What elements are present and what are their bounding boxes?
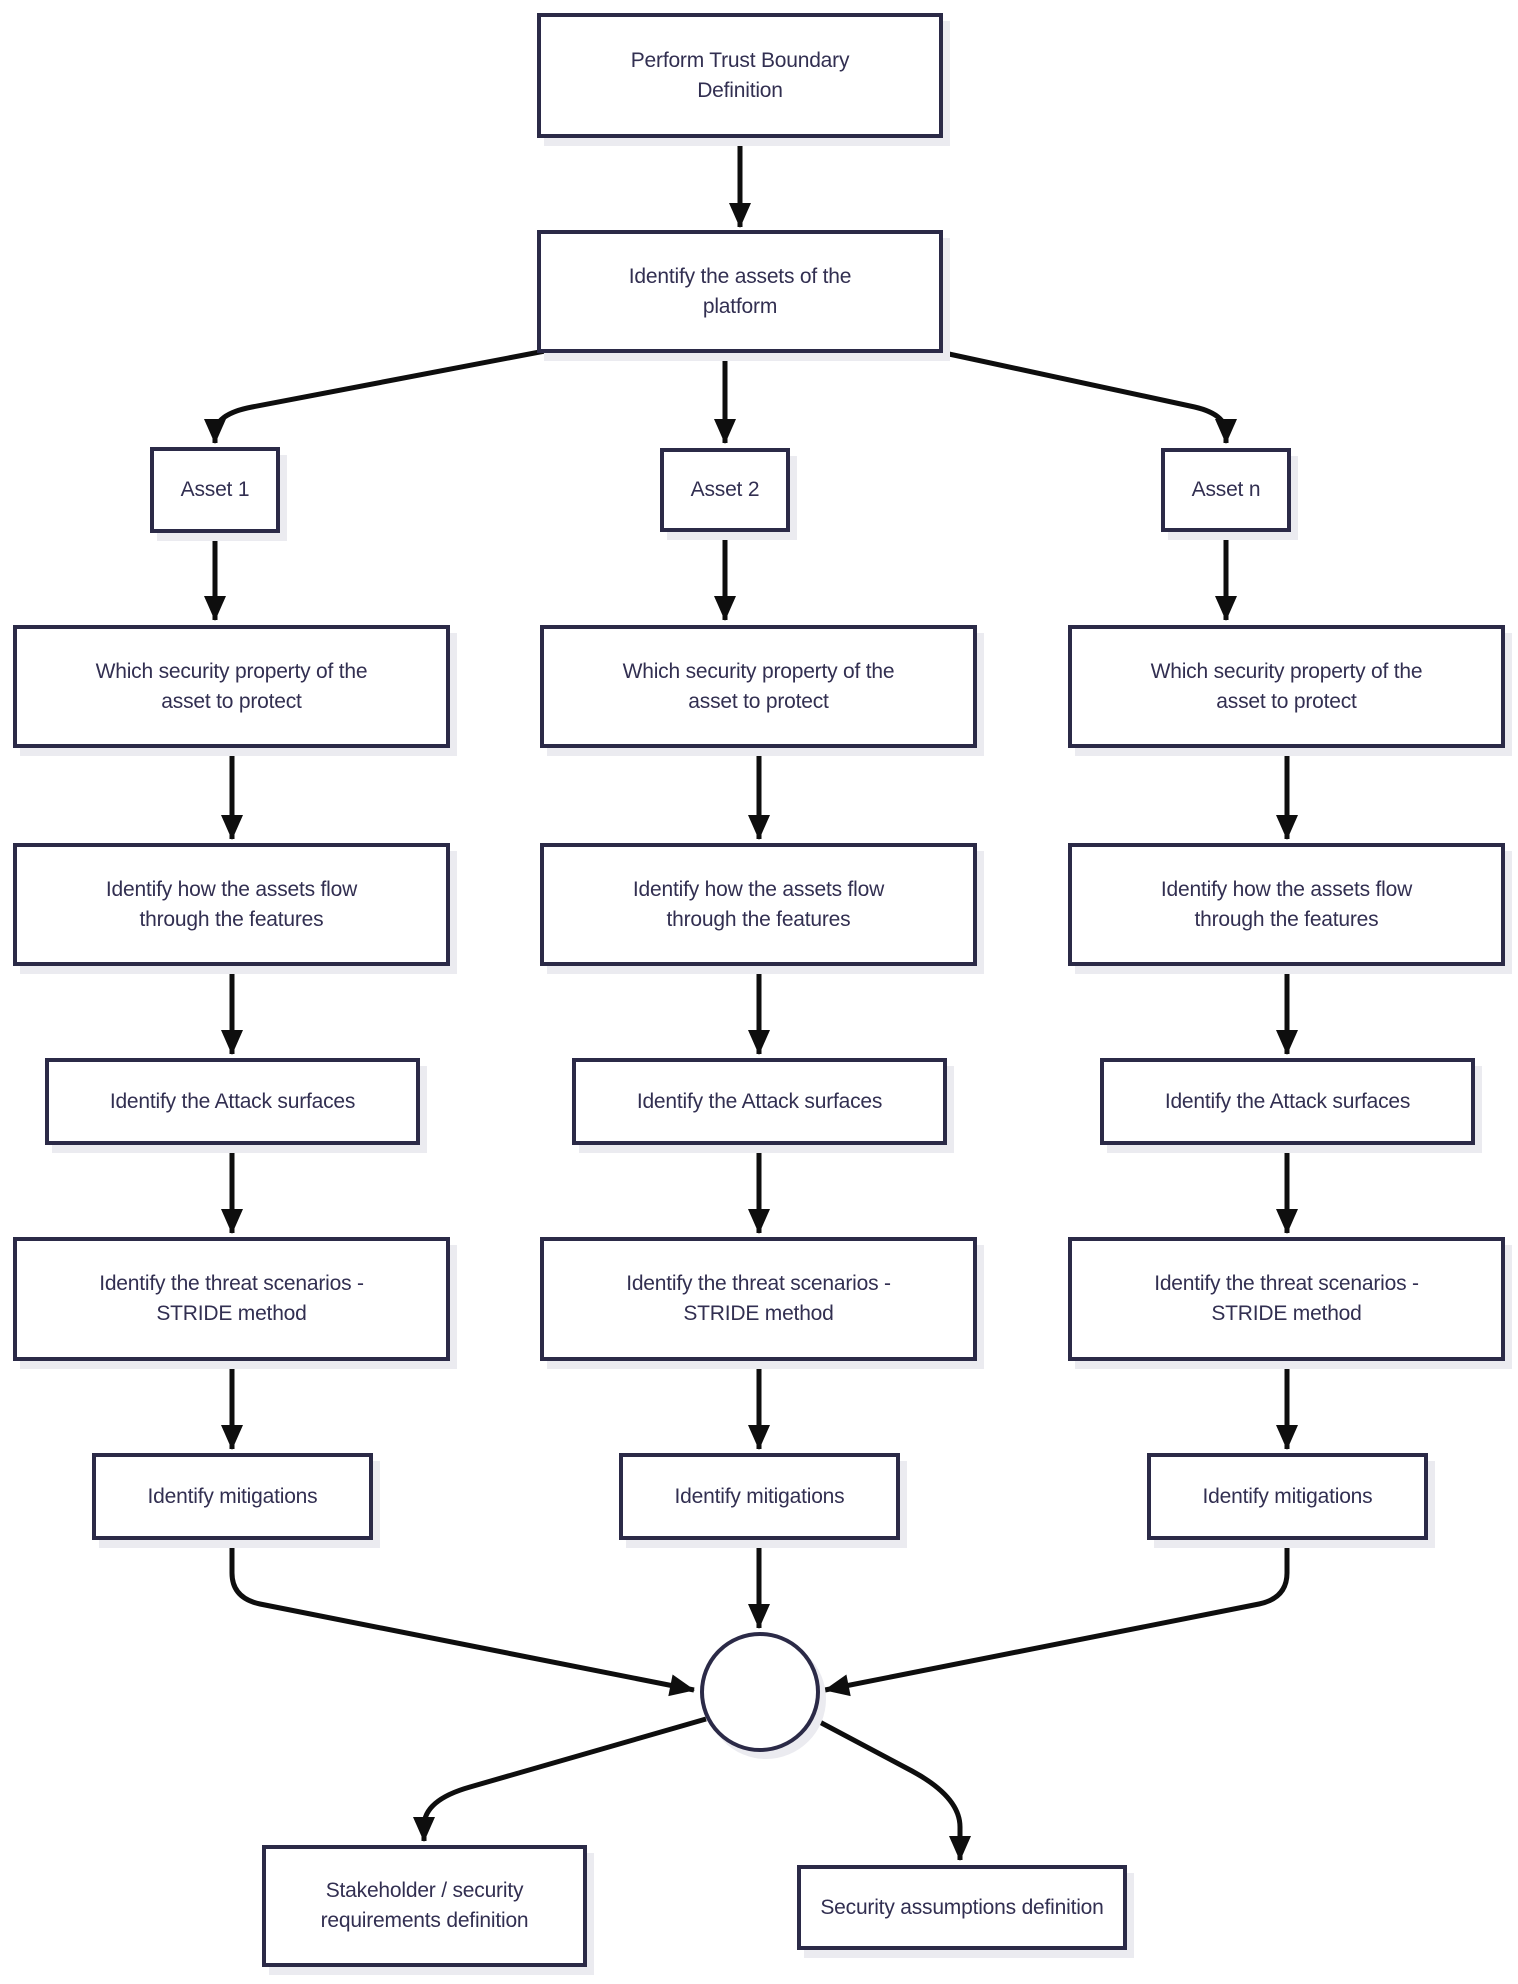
node-identify-assets: Identify the assets of the platform — [537, 230, 943, 353]
node-label: Identify the Attack surfaces — [109, 1089, 356, 1113]
node-label: Which security property of the asset to … — [622, 659, 895, 713]
node-mitigations-3: Identify mitigations — [1147, 1453, 1428, 1540]
node-label: Identify the threat scenarios - STRIDE m… — [99, 1272, 364, 1325]
node-security-property-3: Which security property of the asset to … — [1068, 625, 1505, 748]
node-label: Perform Trust Boundary Definition — [630, 48, 850, 102]
node-security-assumptions: Security assumptions definition — [797, 1865, 1127, 1950]
node-label: Identify the Attack surfaces — [1164, 1089, 1411, 1113]
edge-assets-assetn — [934, 348, 1237, 444]
node-label: Stakeholder / security requirements defi… — [320, 1879, 529, 1932]
node-assets-flow-2: Identify how the assets flow through the… — [540, 843, 977, 966]
node-assets-flow-1: Identify how the assets flow through the… — [13, 843, 450, 966]
edge-join-stakeholder — [413, 1716, 707, 1842]
node-asset-2: Asset 2 — [660, 448, 790, 532]
node-label: Identify how the assets flow through the… — [632, 877, 885, 931]
edge-assets-asset1 — [204, 348, 546, 444]
node-attack-surfaces-3: Identify the Attack surfaces — [1100, 1058, 1475, 1145]
edge-mitig1-join — [229, 1542, 695, 1697]
node-threat-scenarios-3: Identify the threat scenarios - STRIDE m… — [1068, 1237, 1505, 1361]
node-assets-flow-3: Identify how the assets flow through the… — [1068, 843, 1505, 966]
edge-join-assumptions — [812, 1716, 971, 1861]
edge-mitig3-join — [824, 1542, 1290, 1697]
node-threat-scenarios-1: Identify the threat scenarios - STRIDE m… — [13, 1237, 450, 1361]
node-label: Identify the threat scenarios - STRIDE m… — [1154, 1272, 1419, 1325]
node-label: Which security property of the asset to … — [95, 659, 368, 713]
node-label: Asset 2 — [690, 478, 760, 501]
node-label: Identify mitigations — [674, 1484, 845, 1508]
node-label: Asset n — [1191, 478, 1261, 501]
node-asset-1: Asset 1 — [150, 447, 280, 533]
node-label: Identify the assets of the platform — [628, 264, 852, 318]
node-asset-n: Asset n — [1161, 448, 1291, 532]
node-label: Identify how the assets flow through the… — [1160, 877, 1413, 931]
node-label: Identify the threat scenarios - STRIDE m… — [626, 1272, 891, 1325]
node-security-property-1: Which security property of the asset to … — [13, 625, 450, 748]
node-attack-surfaces-1: Identify the Attack surfaces — [45, 1058, 420, 1145]
node-label: Identify how the assets flow through the… — [105, 877, 358, 931]
node-attack-surfaces-2: Identify the Attack surfaces — [572, 1058, 947, 1145]
node-security-property-2: Which security property of the asset to … — [540, 625, 977, 748]
node-label: Identify mitigations — [147, 1484, 318, 1508]
node-stakeholder-requirements: Stakeholder / security requirements defi… — [262, 1845, 587, 1967]
node-mitigations-1: Identify mitigations — [92, 1453, 373, 1540]
node-trust-boundary-definition: Perform Trust Boundary Definition — [537, 13, 943, 138]
join-circle-node — [700, 1632, 820, 1752]
node-label: Security assumptions definition — [820, 1895, 1104, 1919]
node-label: Identify the Attack surfaces — [636, 1089, 883, 1113]
node-mitigations-2: Identify mitigations — [619, 1453, 900, 1540]
node-label: Which security property of the asset to … — [1150, 659, 1423, 713]
node-threat-scenarios-2: Identify the threat scenarios - STRIDE m… — [540, 1237, 977, 1361]
node-label: Identify mitigations — [1202, 1484, 1373, 1508]
node-label: Asset 1 — [180, 478, 250, 501]
